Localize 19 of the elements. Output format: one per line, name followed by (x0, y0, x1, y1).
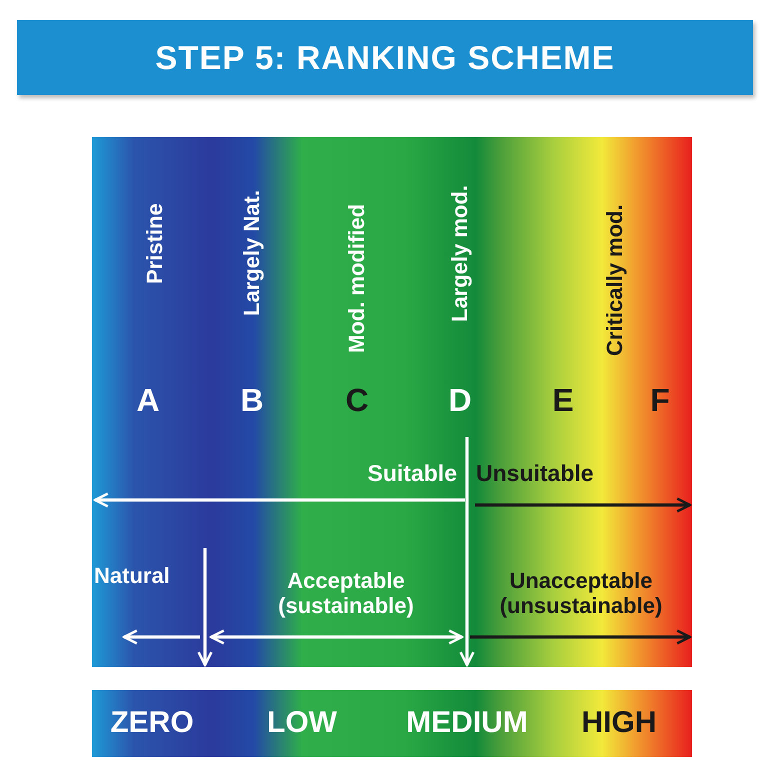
class-letter: E (552, 382, 574, 418)
risk-level-label: MEDIUM (406, 706, 528, 740)
risk-level-label: LOW (267, 706, 337, 740)
title: STEP 5: RANKING SCHEME (154, 38, 616, 78)
class-letter: B (240, 382, 264, 418)
class-letter: C (345, 382, 369, 418)
category-label: Mod. modified (344, 204, 370, 353)
range-label: Natural (94, 563, 170, 589)
category-label: Largely mod. (447, 185, 473, 322)
risk-level-label: ZERO (110, 706, 194, 740)
class-letter: F (650, 382, 670, 418)
range-label: Acceptable (sustainable) (277, 568, 415, 618)
category-label: Critically mod. (602, 204, 628, 356)
class-letter: A (136, 382, 160, 418)
class-letter: D (448, 382, 472, 418)
category-label: Largely Nat. (239, 190, 265, 316)
category-label: Pristine (142, 203, 168, 284)
range-label: Suitable (368, 460, 457, 486)
risk-level-label: HIGH (582, 706, 656, 740)
